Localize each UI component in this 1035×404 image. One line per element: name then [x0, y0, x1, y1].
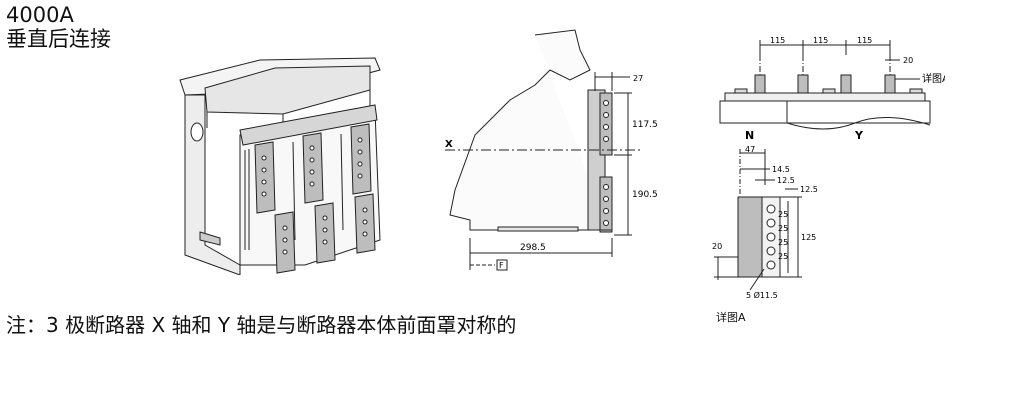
- dim-190-5: 190.5: [632, 190, 658, 200]
- axis-x-label: X: [445, 139, 453, 150]
- dim-20: 20: [712, 242, 722, 251]
- dim-14-5: 14.5: [772, 165, 790, 174]
- pitch-115-b: 115: [813, 36, 828, 45]
- pitch-25-d: 25: [778, 252, 788, 261]
- top-view: 115 115 115 20 详图A N Y: [719, 36, 945, 142]
- detail-a-view: 47 14.5 12.5 12.5 25 25 25 25 125 20 5 Ø…: [712, 145, 818, 300]
- pitch-25-a: 25: [778, 210, 788, 219]
- label-n: N: [745, 129, 754, 142]
- dim-12-5-a: 12.5: [777, 176, 795, 185]
- holes-spec: 5 Ø11.5: [746, 290, 778, 300]
- dim-125: 125: [801, 233, 816, 242]
- pitch-25-c: 25: [778, 238, 788, 247]
- label-y: Y: [854, 129, 864, 142]
- footnote: 注：3 极断路器 X 轴和 Y 轴是与断路器本体前面罩对称的: [6, 313, 517, 337]
- breaker-isometric-drawing: [179, 57, 381, 275]
- connection-title: 垂直后连接: [6, 27, 111, 51]
- dim-117-5: 117.5: [632, 120, 658, 130]
- pitch-115-a: 115: [770, 36, 785, 45]
- dim-298-5: 298.5: [520, 243, 546, 253]
- datum-f: F: [499, 261, 504, 270]
- detail-a-caption: 详图A: [716, 311, 746, 324]
- dim-12-5-b: 12.5: [800, 185, 818, 194]
- pitch-20: 20: [903, 56, 913, 65]
- detail-a-ref: 详图A: [922, 72, 945, 85]
- pitch-25-b: 25: [778, 224, 788, 233]
- pitch-115-c: 115: [857, 36, 872, 45]
- side-section-view: X 27 117.5 190.5 298.5 F: [445, 29, 658, 271]
- dim-47: 47: [745, 145, 755, 154]
- rating-title: 4000A: [6, 3, 74, 27]
- dim-27: 27: [633, 74, 643, 83]
